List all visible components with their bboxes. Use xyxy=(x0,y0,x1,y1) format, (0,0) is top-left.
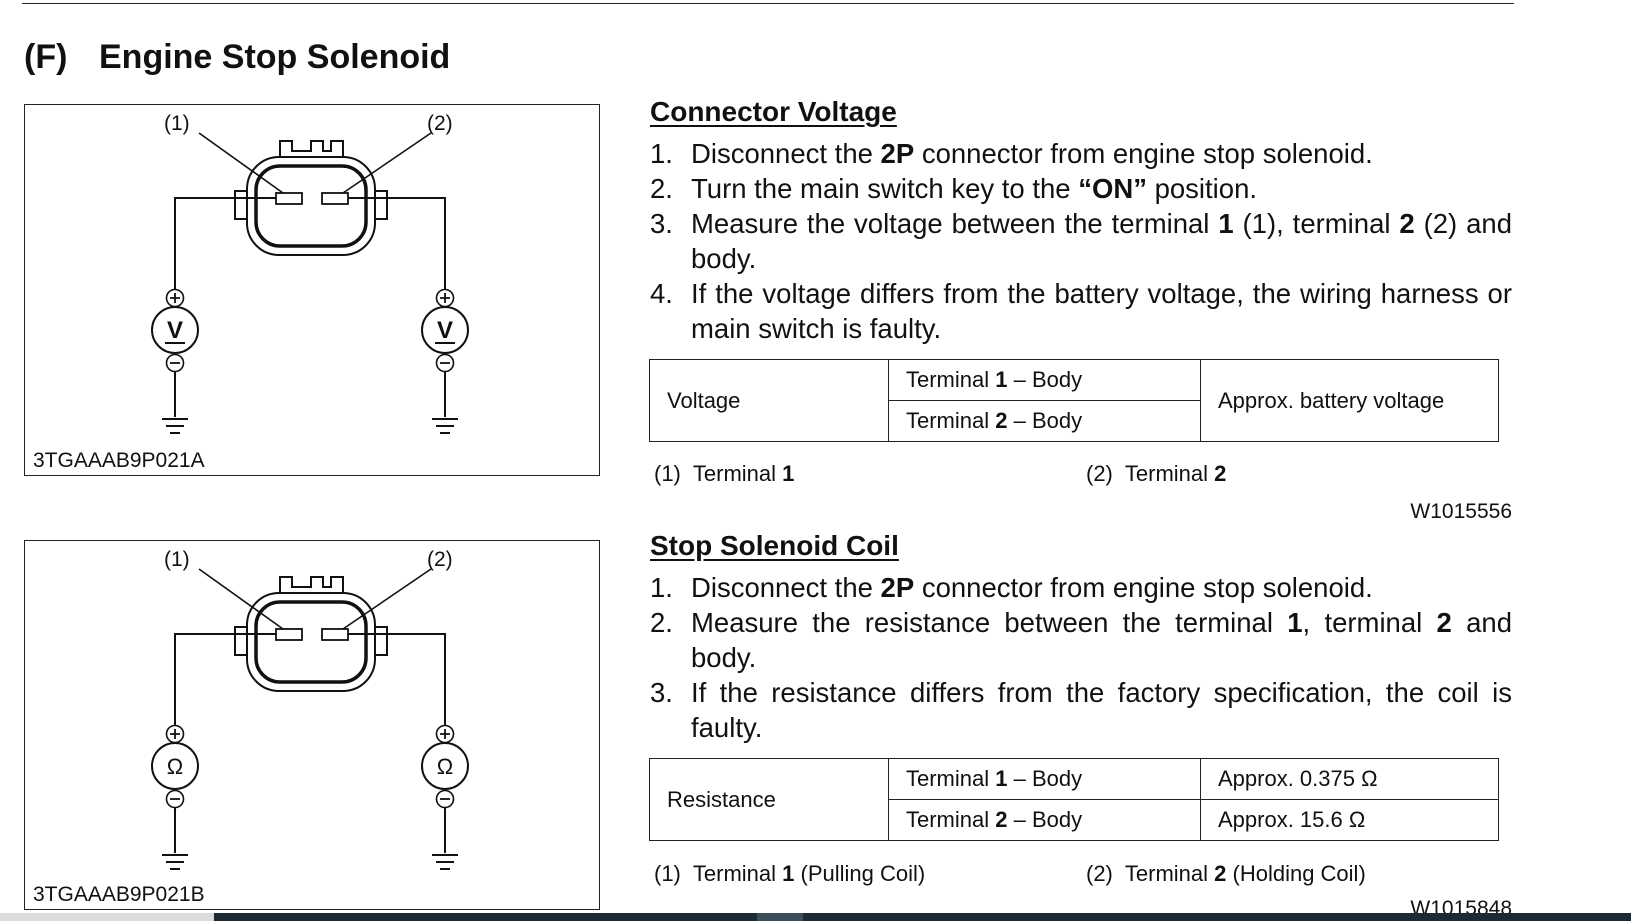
spec-value: Approx. 15.6 Ω xyxy=(1200,799,1499,841)
callout-2: (2) xyxy=(427,112,453,135)
top-rule xyxy=(22,3,1514,4)
step-item: 1.Disconnect the 2P connector from engin… xyxy=(650,572,1373,603)
spec-terminal-cell: Terminal 1 – Body xyxy=(888,758,1201,800)
lead-wire-left xyxy=(174,633,276,734)
step-item: 3.If the resistance differs from the fac… xyxy=(650,677,1512,743)
connector-outline xyxy=(246,156,376,256)
spec-label: Voltage xyxy=(649,359,889,442)
connector-latch xyxy=(279,140,344,157)
stop-solenoid-coil-title: Stop Solenoid Coil xyxy=(650,530,899,561)
probe-plus-right-icon xyxy=(435,288,455,308)
step-item: 4.If the voltage differs from the batter… xyxy=(650,278,1512,344)
ground-right-icon xyxy=(432,418,458,434)
step-item: 3.Measure the voltage between the termin… xyxy=(650,208,1513,274)
spec-value: Approx. battery voltage xyxy=(1200,359,1499,442)
figure-code: 3TGAAAB9P021B xyxy=(33,883,205,906)
callout-2-leader xyxy=(342,568,432,630)
ground-left-icon xyxy=(162,854,188,870)
probe-minus-left-icon xyxy=(165,353,185,373)
resistance-test-diagram: (1) (2) Ω Ω 3TGAAAB9P021B xyxy=(24,540,600,910)
voltage-test-diagram: (1) (2) V V 3TGAAAB9P021A xyxy=(24,104,600,476)
ground-right-icon xyxy=(432,854,458,870)
section-heading: (F) Engine Stop Solenoid xyxy=(24,38,450,77)
lead-wire-left xyxy=(174,197,276,298)
terminal-1-pin xyxy=(275,628,303,641)
reference-terminal-1: (1)Terminal 1 xyxy=(654,461,795,486)
reference-terminal-2: (2)Terminal 2 xyxy=(1086,461,1227,486)
spec-terminal-cell: Terminal 2 – Body xyxy=(888,799,1201,841)
terminal-1-pin xyxy=(275,192,303,205)
terminal-2-pin xyxy=(321,192,349,205)
probe-minus-right-icon xyxy=(435,353,455,373)
stop-solenoid-coil-steps: 1.Disconnect the 2P connector from engin… xyxy=(650,570,1512,745)
callout-1: (1) xyxy=(164,548,190,571)
section-label: (F) xyxy=(24,38,68,76)
spec-label: Resistance xyxy=(649,758,889,841)
reference-pulling-coil: (1)Terminal 1 (Pulling Coil) xyxy=(654,861,926,886)
section-title: Engine Stop Solenoid xyxy=(99,38,451,76)
meter-right-icon xyxy=(421,306,469,354)
connector-voltage-steps: 1.Disconnect the 2P connector from engin… xyxy=(650,136,1512,346)
ground-left-icon xyxy=(162,418,188,434)
probe-minus-right-icon xyxy=(435,789,455,809)
connector-inner-rim xyxy=(254,164,368,248)
voltmeter-wiring-drawing: (1) (2) V V xyxy=(151,112,469,434)
meter-right-icon xyxy=(421,742,469,790)
probe-plus-right-icon xyxy=(435,724,455,744)
lead-wire-right xyxy=(348,197,446,298)
connector-side-tabs xyxy=(234,626,388,656)
terminal-2-pin xyxy=(321,628,349,641)
probe-plus-left-icon xyxy=(165,724,185,744)
ohmmeter-wiring-drawing: (1) (2) Ω Ω xyxy=(151,548,469,870)
connector-latch xyxy=(279,576,344,593)
meter-symbol-left: Ω xyxy=(167,754,183,779)
voltage-spec-table: Voltage Terminal 1 – Body Approx. batter… xyxy=(649,359,1499,442)
taskbar-button[interactable] xyxy=(757,913,803,921)
spec-value: Approx. 0.375 Ω xyxy=(1200,758,1499,800)
step-item: 1.Disconnect the 2P connector from engin… xyxy=(650,138,1373,169)
meter-left-icon xyxy=(151,306,199,354)
callout-1: (1) xyxy=(164,112,190,135)
connector-side-tabs xyxy=(234,190,388,220)
callout-1-leader xyxy=(198,132,284,194)
resistance-spec-table: Resistance Terminal 1 – Body Approx. 0.3… xyxy=(649,758,1499,841)
spec-terminal-cell: Terminal 2 – Body xyxy=(888,400,1201,442)
meter-symbol-right: V xyxy=(437,317,453,344)
connector-outline xyxy=(246,592,376,692)
callout-1-leader xyxy=(198,568,284,630)
taskbar xyxy=(0,913,1631,921)
step-item: 2.Measure the resistance between the ter… xyxy=(650,607,1513,673)
step-item: 2.Turn the main switch key to the “ON” p… xyxy=(650,173,1258,204)
callout-2: (2) xyxy=(427,548,453,571)
meter-left-icon xyxy=(151,742,199,790)
meter-symbol-right: Ω xyxy=(437,754,453,779)
probe-plus-left-icon xyxy=(165,288,185,308)
connector-voltage-title: Connector Voltage xyxy=(650,96,897,127)
document-code: W1015556 xyxy=(1410,500,1512,523)
connector-inner-rim xyxy=(254,600,368,684)
spec-terminal-cell: Terminal 1 – Body xyxy=(888,359,1201,401)
callout-2-leader xyxy=(342,132,432,194)
figure-code: 3TGAAAB9P021A xyxy=(33,449,205,472)
lead-wire-right xyxy=(348,633,446,734)
probe-minus-left-icon xyxy=(165,789,185,809)
meter-symbol-left: V xyxy=(167,317,183,344)
taskbar-left-area[interactable] xyxy=(0,913,214,921)
reference-holding-coil: (2)Terminal 2 (Holding Coil) xyxy=(1086,861,1366,886)
